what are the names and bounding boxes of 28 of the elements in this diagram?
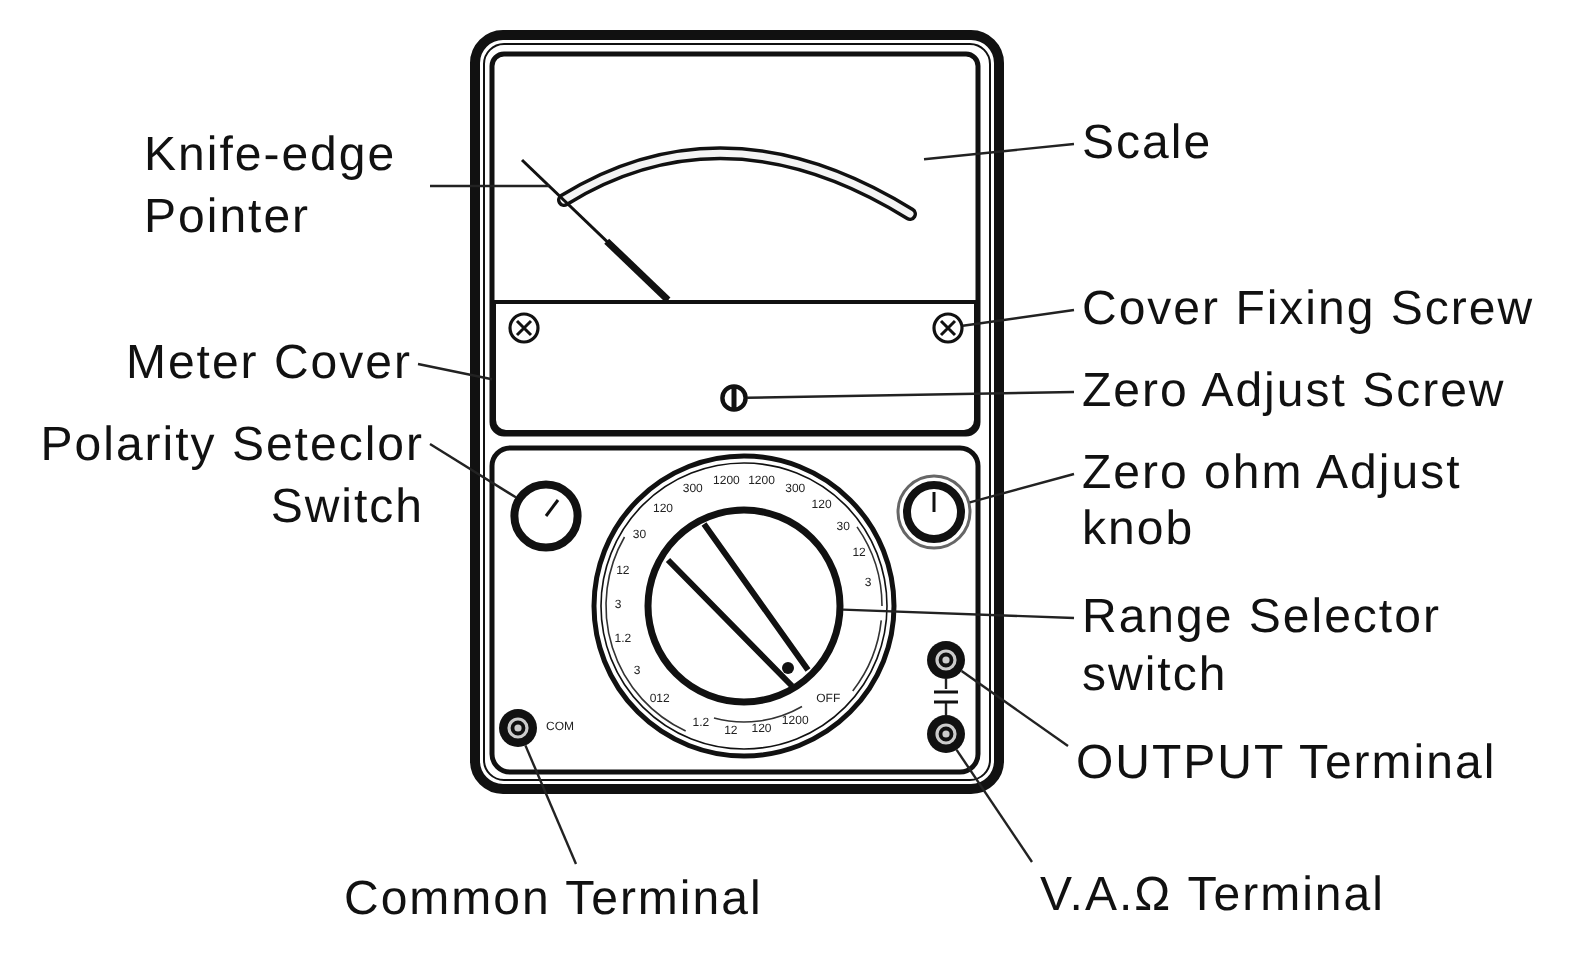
adjust-screw-icon [720,384,748,412]
leader-line [842,608,1075,620]
part-label: Common Terminal [344,870,794,930]
leader-line [746,390,1075,399]
part-label: V.A.Ω Terminal [1040,866,1490,926]
capacitor-icon [934,689,958,703]
terminal-jack [498,708,538,748]
part-label: Range Selector switch [1082,588,1482,704]
part-label: Zero ohm Adjust knob [1082,446,1492,558]
part-label: Knife-edge Pointer [144,124,424,248]
terminal-jack [926,714,966,754]
terminal-jack [926,640,966,680]
part-label: Meter Cover [80,334,412,394]
part-label: Scale [1082,114,1262,174]
connecting-line [944,679,948,689]
pointer-needle [516,156,676,302]
part-label: Polarity Seteclor Switch [16,414,424,538]
screw-icon [932,312,964,344]
part-label: Cover Fixing Screw [1082,280,1572,340]
part-label: Zero Adjust Screw [1082,362,1572,422]
leader-line [430,184,550,188]
part-label: OUTPUT Terminal [1076,734,1556,794]
leader-line [923,142,1075,161]
rotary-knob [896,474,972,550]
leader-line [960,670,1069,747]
connecting-line [944,703,948,715]
leader-line [955,749,1033,863]
meter-cover-panel [492,300,978,434]
